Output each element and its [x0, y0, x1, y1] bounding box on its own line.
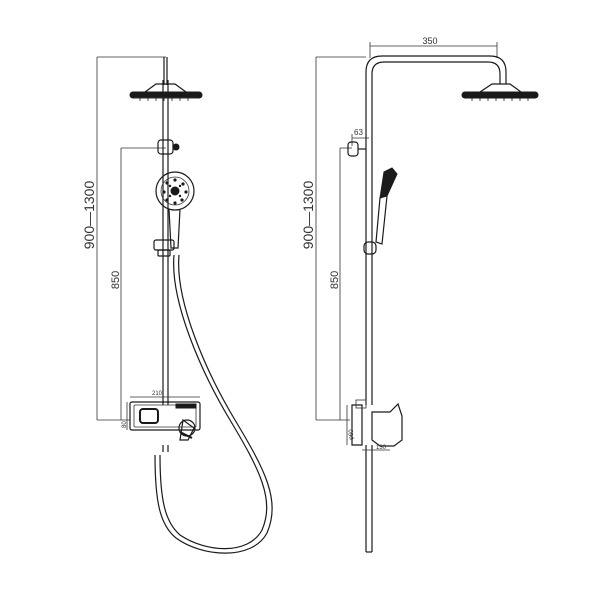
side-hand-shower [363, 167, 398, 255]
side-mixer-valve: φ60 130 [346, 399, 403, 451]
front-upper-bracket [157, 139, 180, 155]
front-view: 900—1300 850 [81, 56, 273, 554]
front-outlet-height-label: 850 [110, 271, 122, 289]
front-overall-height-label: 900—1300 [81, 181, 97, 250]
front-shower-hose [154, 254, 273, 554]
front-hand-shower [155, 171, 195, 249]
side-overall-height-dimension: 900—1300 [300, 56, 366, 421]
side-overall-height-label: 900—1300 [300, 181, 316, 250]
front-overall-height-dimension: 900—1300 [81, 56, 166, 421]
front-rain-shower-head [129, 83, 203, 101]
side-rain-shower-head [461, 83, 539, 101]
side-riser-with-arm [365, 55, 507, 553]
side-outlet-height-label: 850 [329, 271, 341, 289]
front-valve-width-label: 210 [152, 391, 163, 397]
side-pipe-diameter-label: φ60 [349, 429, 355, 440]
side-view: 350 900—1300 850 63 [300, 36, 539, 553]
front-valve-depth-label: 80 [122, 421, 128, 428]
side-valve-width-label: 130 [376, 445, 387, 451]
side-holder-offset-label: 63 [354, 128, 363, 137]
front-mixer-valve: 210 80 [122, 391, 201, 441]
side-arm-reach-label: 350 [422, 36, 437, 46]
front-outlet-height-dimension: 850 [110, 147, 166, 420]
front-hand-shower-holder [153, 239, 175, 257]
front-riser-pipe [162, 57, 169, 452]
side-arm-reach-dimension: 350 [369, 36, 498, 58]
side-outlet-height-dimension: 850 [329, 147, 352, 420]
side-upper-bracket [347, 141, 366, 157]
